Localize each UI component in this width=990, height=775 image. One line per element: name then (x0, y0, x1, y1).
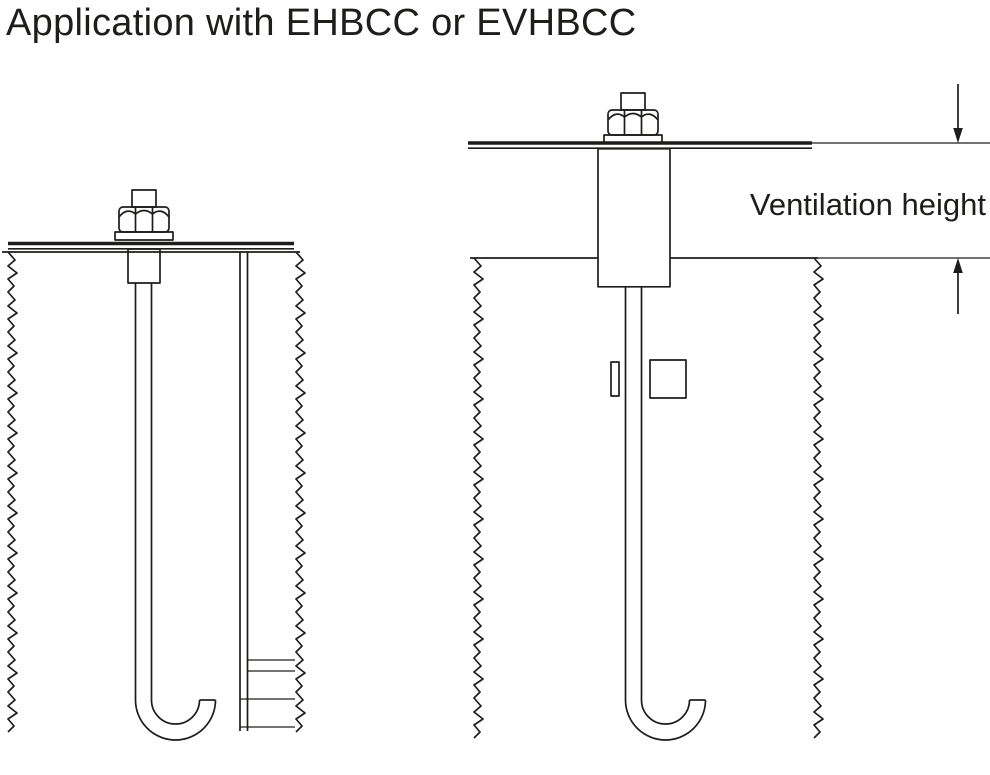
page-title: Application with EHBCC or EVHBCC (6, 2, 637, 44)
ventilation-height-label: Ventilation height (750, 187, 987, 222)
wall-right-broken-edge (813, 257, 824, 739)
j-hook-outer (624, 699, 707, 741)
bolt-head (114, 189, 174, 241)
j-hook-outer (134, 699, 217, 741)
wall-right-broken-edge (295, 251, 306, 733)
wall-left-broken-edge (7, 251, 18, 733)
left-assembly-figure (2, 189, 306, 741)
anchor-sleeve (127, 248, 161, 284)
wall-left-broken-edge (473, 257, 484, 739)
dimension-arrow-up-icon (953, 258, 963, 273)
right-assembly-figure (468, 92, 824, 741)
rod-clip (649, 359, 687, 399)
ventilation-dimension: Ventilation height (750, 84, 990, 314)
j-hook-inner (150, 699, 201, 725)
j-hook-inner (640, 699, 691, 725)
rod-clip-tab (610, 361, 620, 397)
bolt-head (603, 92, 663, 144)
dimension-arrow-down-icon (953, 128, 963, 143)
spacer-block (597, 147, 671, 288)
